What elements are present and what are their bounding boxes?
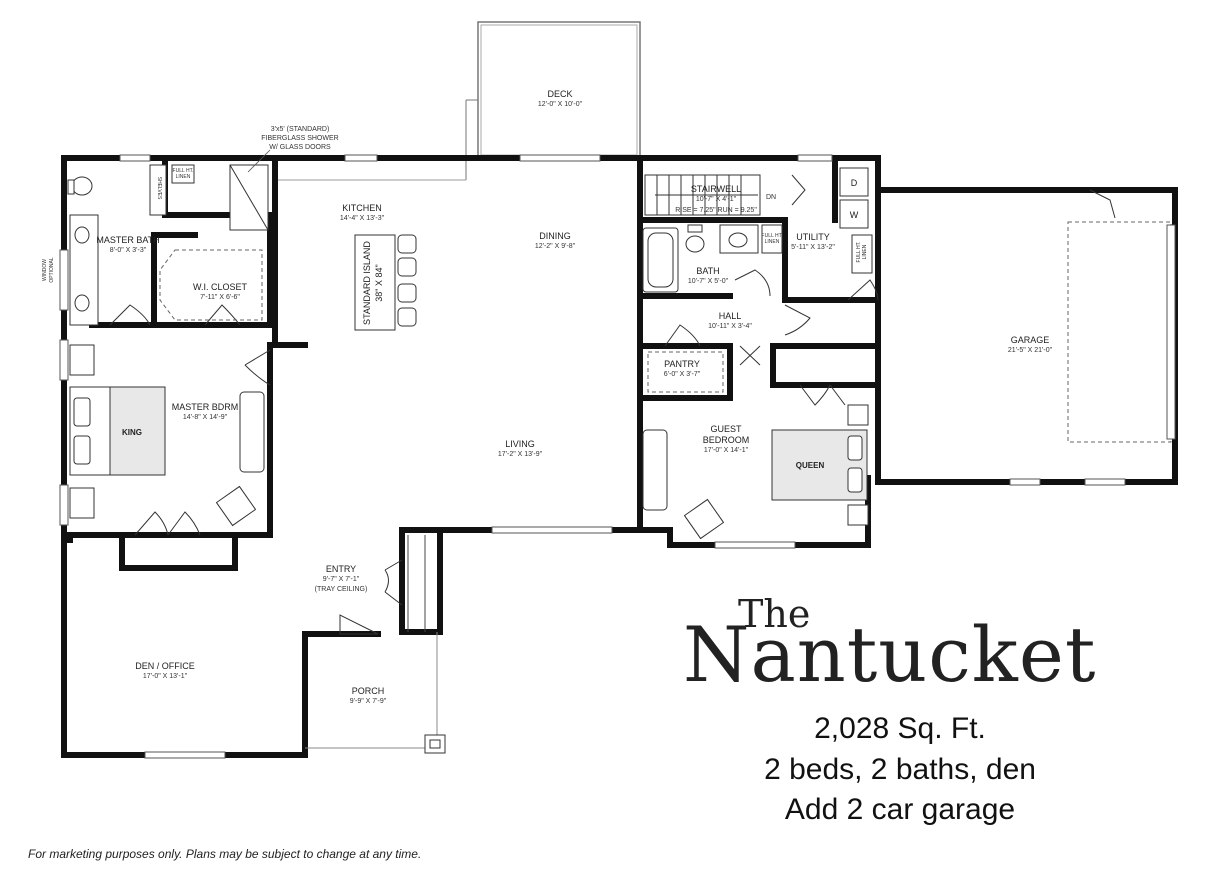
chair-icon [215,485,257,527]
spec-rooms: 2 beds, 2 baths, den [764,753,1036,786]
stair-dn-label: DN [766,194,776,201]
interior-walls [89,155,881,571]
toilet-icon [685,235,705,253]
dresser [239,391,265,473]
stool-icon [397,234,417,254]
bath-label: BATH [696,266,719,276]
kitchen-island [354,234,417,331]
utility-linen-note-2: LINEN [862,244,868,259]
washer-label: W [850,210,859,220]
stool-icon [397,257,417,277]
stool-icon [397,283,417,303]
dining-label: DINING [539,231,571,241]
shower-note-2: FIBERGLASS SHOWER [261,135,338,142]
bath-dims: 10'-7" X 5'-0" [688,278,729,285]
bath-linen-note-1: FULL HT. [762,233,783,239]
pantry-dims: 6'-0" X 3'-7" [664,371,701,378]
annotations: 3'x5' (STANDARD) FIBERGLASS SHOWER W/ GL… [42,126,868,283]
utility-linen-note-1: FULL HT. [856,242,862,263]
disclaimer: For marketing purposes only. Plans may b… [28,847,422,861]
deck-dims: 12'-0" X 10'-0" [538,101,583,108]
den-label: DEN / OFFICE [135,661,195,671]
hall-dims: 10'-11" X 3'-4" [708,323,752,330]
queen-bed-label: QUEEN [796,461,825,470]
deck-label: DECK [547,89,572,99]
porch [305,535,446,754]
spec-sqft: 2,028 Sq. Ft. [814,712,986,745]
garage-label: GARAGE [1011,335,1050,345]
sink-icon [74,294,90,312]
stairwell [644,174,761,216]
shelves-note: SHELVES [156,177,162,200]
dryer-icon [839,167,869,197]
stool-icon [397,307,417,327]
stairwell-dims: 10'-7" X 4'-1" [696,196,737,203]
utility-dims: 5'-11" X 13'-2" [791,244,835,251]
window-note-2: OPTIONAL [49,257,55,283]
living-dims: 17'-2" X 13'-9" [498,451,543,458]
toilet-icon [71,176,93,196]
guest-dims: 17'-0" X 14'-1" [704,447,749,454]
guest-bedroom-furniture [642,404,869,540]
dresser [642,429,668,511]
room-labels: DECK 12'-0" X 10'-0" KITCHEN 14'-4" X 13… [96,89,1052,705]
kitchen-dims: 14'-4" X 13'-3" [340,215,385,222]
chair-icon [683,498,725,540]
wi-closet-dims: 7'-11" X 6'-6" [200,294,240,301]
stairwell-label: STAIRWELL [691,184,741,194]
island-label: STANDARD ISLAND [362,241,372,325]
entry-dims: 9'-7" X 7'-1" [323,576,360,583]
plan-title: Nantucket [683,610,1097,699]
master-bath-label: MASTER BATH [96,235,159,245]
spec-garage: Add 2 car garage [784,793,1016,826]
bath-linen-note-2: LINEN [765,239,780,245]
shower-note-3: W/ GLASS DOORS [269,144,331,151]
master-bedroom-furniture [69,344,265,527]
den-dims: 17'-0" X 13'-1" [143,673,188,680]
guest-label-2: BEDROOM [703,435,750,445]
dining-dims: 12'-2" X 9'-8" [535,243,576,250]
master-bdrm-dims: 14'-8" X 14'-9" [183,414,228,421]
kitchen-label: KITCHEN [342,203,382,213]
deck [275,21,641,181]
porch-label: PORCH [352,686,385,696]
shower-note-1: 3'x5' (STANDARD) [271,126,330,133]
utility-label: UTILITY [796,232,830,242]
king-bed-label: KING [122,428,142,437]
linen-note-1: FULL HT. [173,168,194,174]
living-label: LIVING [505,439,535,449]
plan-title-prefix: The [738,592,811,636]
wi-closet-label: W.I. CLOSET [193,282,248,292]
pantry-shelves [647,351,724,393]
master-bath-dims: 8'-0" X 3'-3" [110,247,147,254]
master-bath-fixtures [67,164,269,326]
washer-icon [839,199,869,229]
stairwell-rise-run: RISE = 7.25" RUN = 9.25" [675,207,757,214]
sink-icon [728,232,748,248]
hall-bath-fixtures [642,224,783,293]
entry-note: (TRAY CEILING) [315,586,368,593]
window-note-1: WINDOW [42,259,48,281]
porch-dims: 9'-9" X 7'-9" [350,698,387,705]
doors [109,174,1116,635]
windows [59,154,1126,759]
hall-label: HALL [719,311,742,321]
dryer-label: D [851,178,858,188]
guest-label-1: GUEST [710,424,742,434]
island-dims: 38" X 84" [374,264,384,301]
utility-fixtures [839,167,873,274]
sink-icon [74,226,90,244]
master-bdrm-label: MASTER BDRM [172,402,239,412]
pantry-label: PANTRY [664,359,700,369]
entry-label: ENTRY [326,564,356,574]
linen-note-2: LINEN [176,174,191,180]
garage-dims: 21'-5" X 21'-0" [1008,347,1053,354]
